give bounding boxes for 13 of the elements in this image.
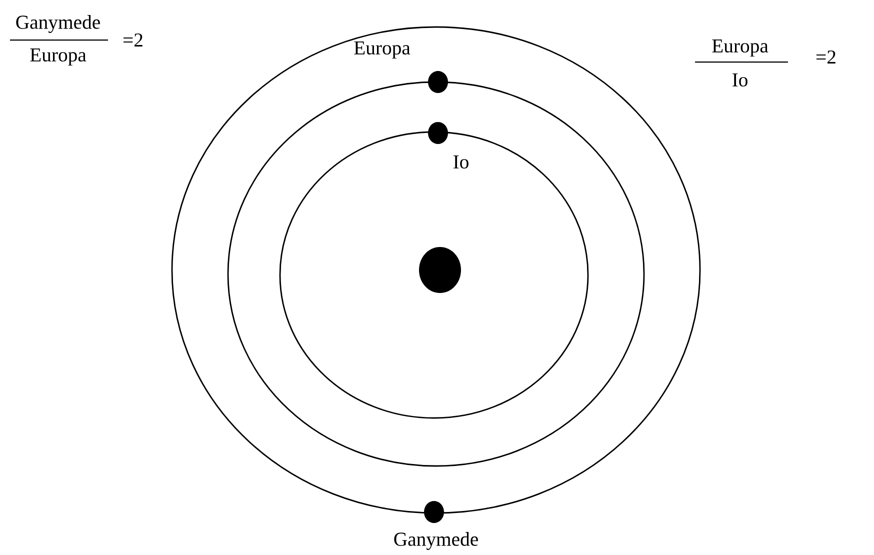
ratio-text: Europa xyxy=(30,48,86,66)
ratio-text: Io xyxy=(732,73,748,87)
moon-label: Europa xyxy=(354,41,410,59)
planet-dot xyxy=(419,247,461,293)
ratio-text: =2 xyxy=(816,50,836,64)
moon-dot xyxy=(428,122,448,144)
ratio-text: Europa xyxy=(712,39,768,57)
moon-dot xyxy=(424,501,444,523)
moon-label: Io xyxy=(454,155,468,169)
moon-label: Ganymede xyxy=(394,532,478,550)
ratio-text: Ganymede xyxy=(16,15,100,33)
ratio-text: =2 xyxy=(124,34,142,47)
moon-dot xyxy=(428,71,448,93)
